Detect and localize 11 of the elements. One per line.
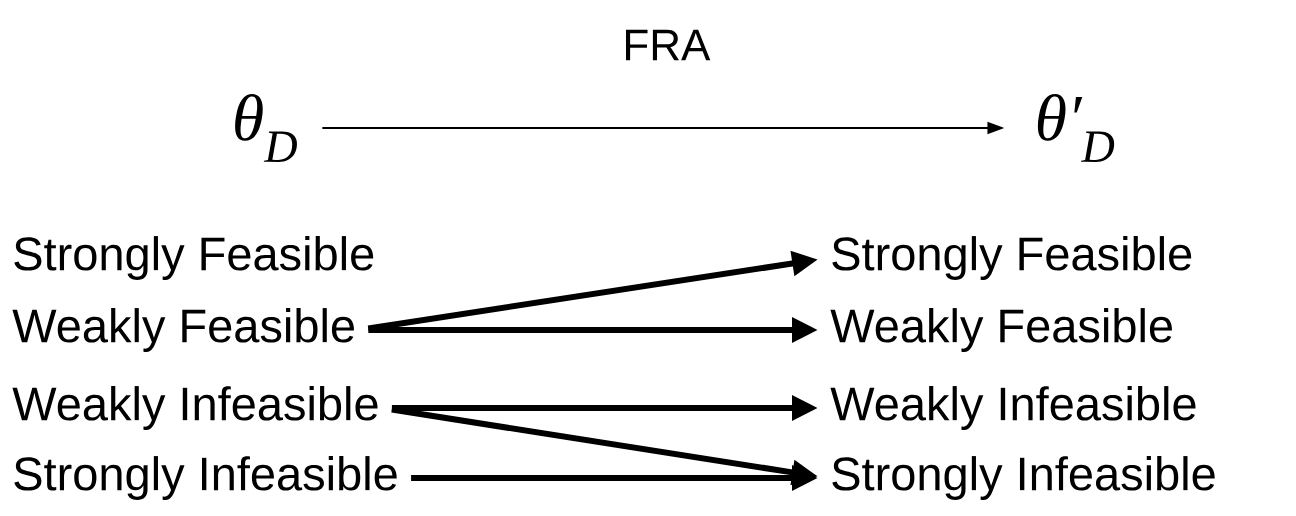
state-label: Weakly Infeasible — [830, 386, 1196, 430]
state-label: Strongly Feasible — [14, 236, 374, 280]
state-label: Weakly Infeasible — [12, 386, 378, 430]
state-label: Weakly Feasible — [12, 308, 354, 352]
symbol-label: θ′$_{D}$ — [1037, 94, 1115, 162]
state-label: Strongly Infeasible — [832, 456, 1215, 500]
state-label: Strongly Infeasible — [14, 456, 397, 500]
state-label: Strongly Feasible — [832, 236, 1192, 280]
symbol-label: θ$_{D}$ — [235, 94, 297, 162]
edge-label: FRA — [620, 27, 713, 63]
state-label: Weakly Feasible — [830, 308, 1172, 352]
